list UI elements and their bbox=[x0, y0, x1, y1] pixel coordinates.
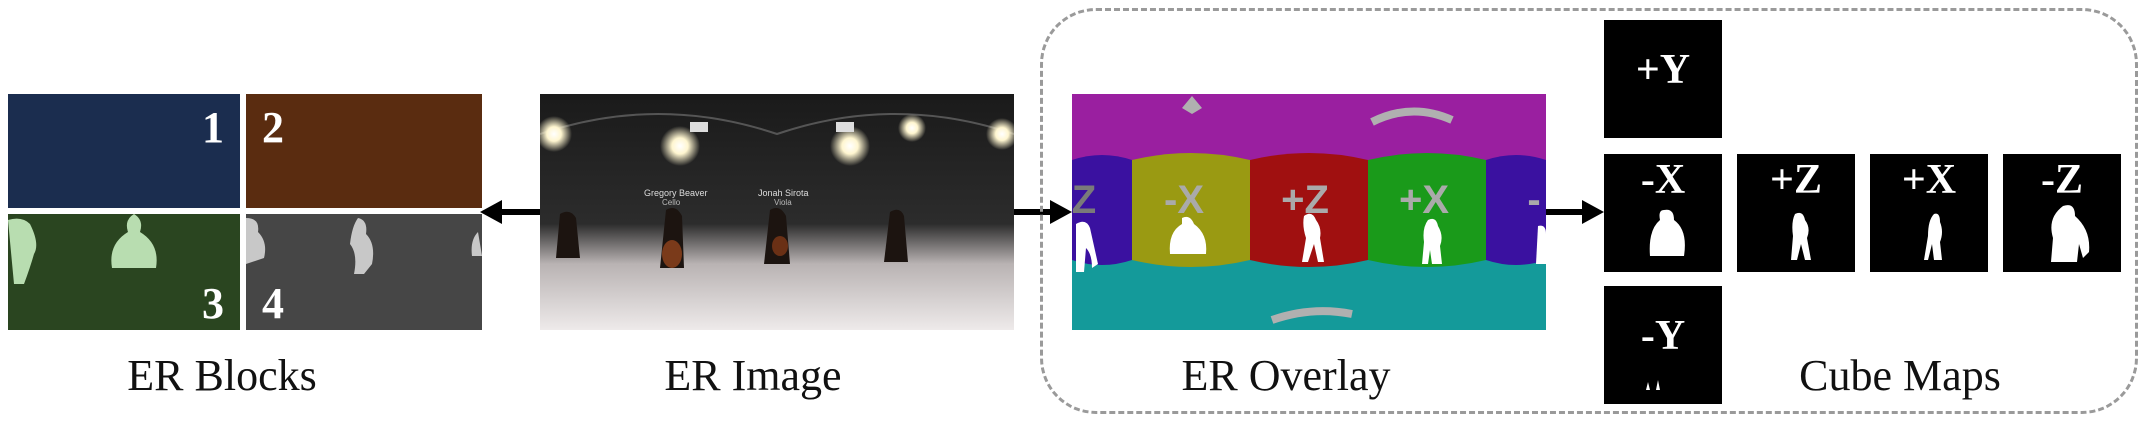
arrow-right-icon bbox=[1546, 200, 1604, 224]
er-block-4 bbox=[246, 214, 482, 330]
er-image: Gregory Beaver Cello Jonah Sirota Viola bbox=[540, 94, 1014, 330]
er-block-1 bbox=[8, 94, 240, 208]
cube-face-pos-x: +X bbox=[1870, 154, 1988, 272]
cube-face-label: +Y bbox=[1635, 47, 1691, 93]
cube-silhouette bbox=[1646, 380, 1660, 390]
cube-silhouette bbox=[1649, 209, 1685, 256]
overlay-label-pos-z: +Z bbox=[1281, 178, 1329, 222]
er-block-number-3: 3 bbox=[202, 279, 224, 328]
cube-silhouette bbox=[1791, 212, 1811, 260]
performer-role-2: Viola bbox=[774, 198, 792, 207]
overlay-label-pos-x: +X bbox=[1398, 178, 1450, 222]
caption-er-overlay: ER Overlay bbox=[1181, 351, 1391, 400]
cube-face-label: -Z bbox=[2041, 157, 2083, 203]
performer-role-1: Cello bbox=[662, 198, 681, 207]
cube-face-pos-z: +Z bbox=[1737, 154, 1855, 272]
er-block-number-4: 4 bbox=[262, 279, 284, 328]
er-block-2 bbox=[246, 94, 482, 208]
cube-face-label: +X bbox=[1901, 157, 1957, 203]
caption-cube-maps: Cube Maps bbox=[1799, 351, 2001, 400]
caption-er-blocks: ER Blocks bbox=[127, 351, 317, 400]
cube-face-label: -Y bbox=[1640, 313, 1686, 359]
arrow-left-icon bbox=[480, 200, 542, 224]
overlay-label-neg-x: -X bbox=[1164, 178, 1204, 222]
cube-silhouette bbox=[1924, 213, 1942, 260]
cube-face-neg-x: -X bbox=[1604, 154, 1722, 272]
cube-face-neg-y: -Y bbox=[1604, 286, 1722, 404]
cube-face-label: +Z bbox=[1770, 157, 1822, 203]
overlay-label-neg-z: Z bbox=[1072, 178, 1097, 222]
performer-name-2: Jonah Sirota bbox=[758, 188, 809, 198]
er-overlay: Z -X +Z +X - bbox=[1072, 94, 1546, 330]
er-block-4-silhouettes bbox=[246, 218, 482, 274]
er-block-number-1: 1 bbox=[202, 103, 224, 152]
caption-er-image: ER Image bbox=[664, 351, 842, 400]
cube-face-label: -X bbox=[1640, 157, 1686, 203]
er-image-scene bbox=[540, 94, 1014, 330]
overlay-label-neg-z-wrap: - bbox=[1527, 178, 1541, 222]
cube-face-neg-z: -Z bbox=[2003, 154, 2121, 272]
dashed-region bbox=[1040, 8, 2138, 414]
arrow-right-icon bbox=[1014, 200, 1072, 224]
cube-silhouette bbox=[2051, 205, 2090, 262]
er-block-3-silhouettes bbox=[8, 214, 157, 284]
performer-name-1: Gregory Beaver bbox=[644, 188, 708, 198]
er-block-3 bbox=[8, 214, 240, 330]
er-block-number-2: 2 bbox=[262, 103, 284, 152]
er-overlay-faces bbox=[1072, 94, 1546, 330]
cube-face-pos-y: +Y bbox=[1604, 20, 1722, 138]
